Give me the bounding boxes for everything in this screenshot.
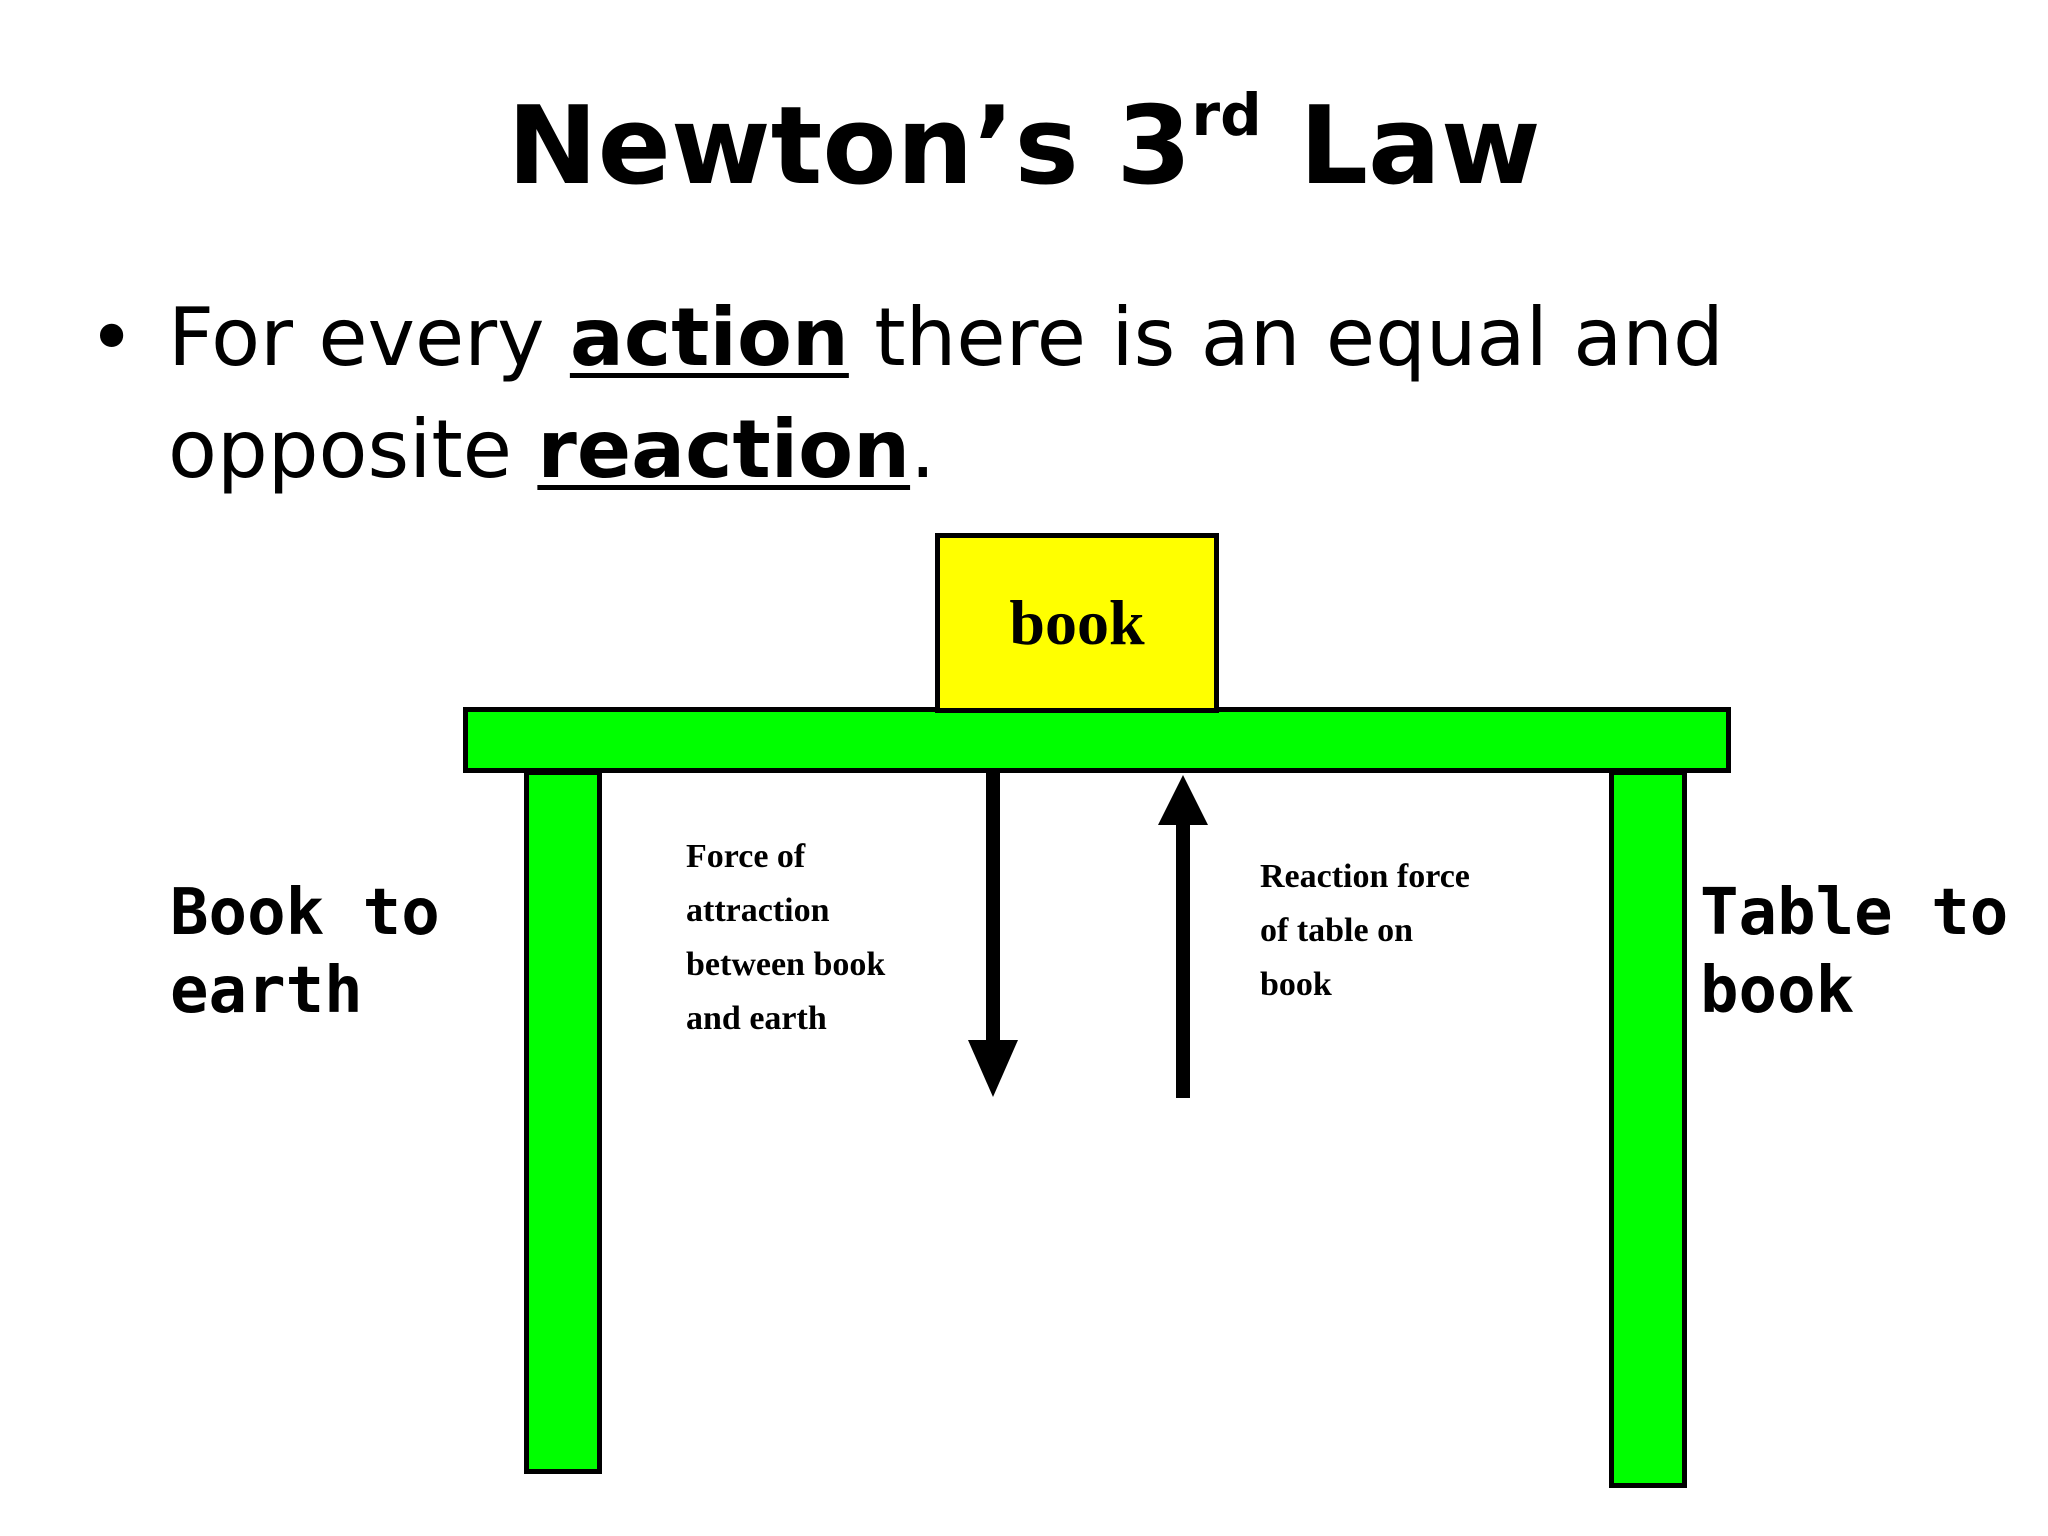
table-leg-right xyxy=(1609,770,1687,1488)
action-arrow-head xyxy=(968,1040,1018,1097)
table-leg-left xyxy=(524,770,602,1474)
bullet-part-1: For every xyxy=(168,291,570,384)
book-to-earth-label: Book to earth xyxy=(170,876,440,1028)
bullet-part-3: . xyxy=(910,403,936,496)
title-main: Newton’s 3 xyxy=(507,84,1192,209)
slide-title: Newton’s 3rd Law xyxy=(0,83,2048,207)
bullet-part-2: there is an equal and opposite xyxy=(168,291,1724,496)
bullet-icon: • xyxy=(88,291,136,384)
book-box: book xyxy=(935,533,1219,713)
action-word: action xyxy=(569,291,849,384)
reaction-word: reaction xyxy=(537,403,911,496)
book-label: book xyxy=(1009,587,1145,658)
title-superscript: rd xyxy=(1191,81,1262,149)
action-force-label: Force of attraction between book and ear… xyxy=(686,838,886,1037)
reaction-force-label: Reaction force of table on book xyxy=(1260,858,1470,1003)
bullet-text: For every action there is an equal and o… xyxy=(168,282,1868,506)
title-end: Law xyxy=(1261,84,1541,209)
table-to-book-label: Table to book xyxy=(1700,876,2009,1028)
reaction-arrow-head xyxy=(1158,775,1208,825)
